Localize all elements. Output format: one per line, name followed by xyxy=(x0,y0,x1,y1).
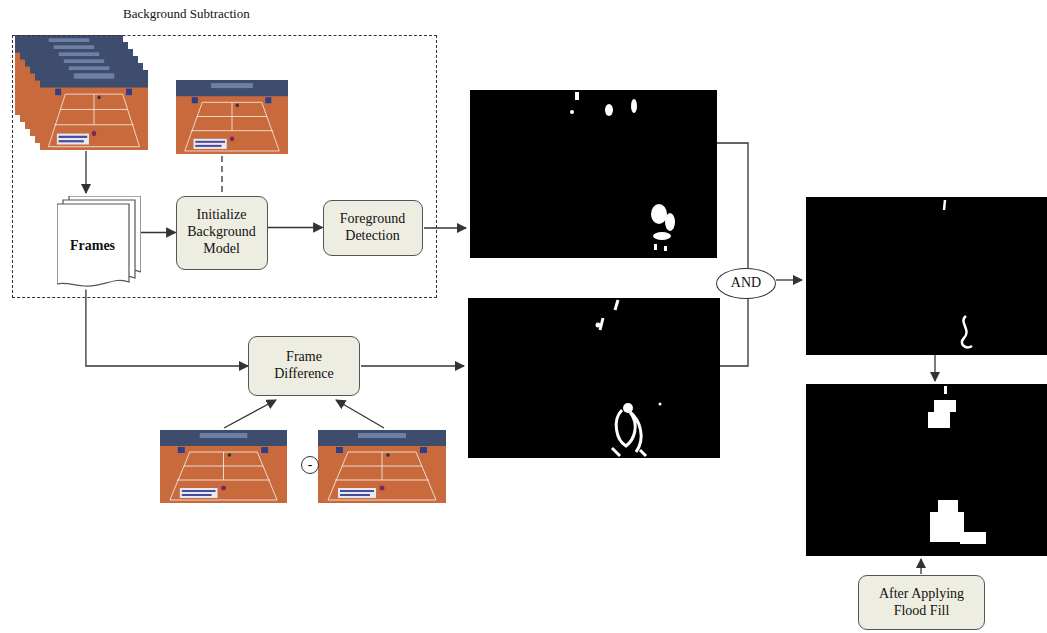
operator-circle: - xyxy=(301,456,319,474)
node-label: - xyxy=(308,458,313,472)
node-label: Frames xyxy=(57,238,129,255)
operator-ellipse: AND xyxy=(716,268,776,299)
dashed-region: Background SubtractionFramesInitialize B… xyxy=(12,35,437,298)
process-box: Frame Difference xyxy=(248,336,360,396)
document-shape: Frames xyxy=(57,196,141,290)
node-label: Frame Difference xyxy=(255,349,353,383)
process-box: Foreground Detection xyxy=(323,200,423,256)
node-label: Initialize Background Model xyxy=(183,207,261,257)
region-heading: Background Subtraction xyxy=(123,6,250,22)
flow-arrow xyxy=(141,232,176,233)
flow-arrow xyxy=(86,290,248,367)
node-label: AND xyxy=(731,275,761,292)
process-box: After Applying Flood Fill xyxy=(858,575,985,630)
flow-arrow xyxy=(268,227,323,228)
node-label: After Applying Flood Fill xyxy=(865,586,978,620)
process-box: Initialize Background Model xyxy=(176,196,268,270)
node-label: Foreground Detection xyxy=(330,211,416,245)
